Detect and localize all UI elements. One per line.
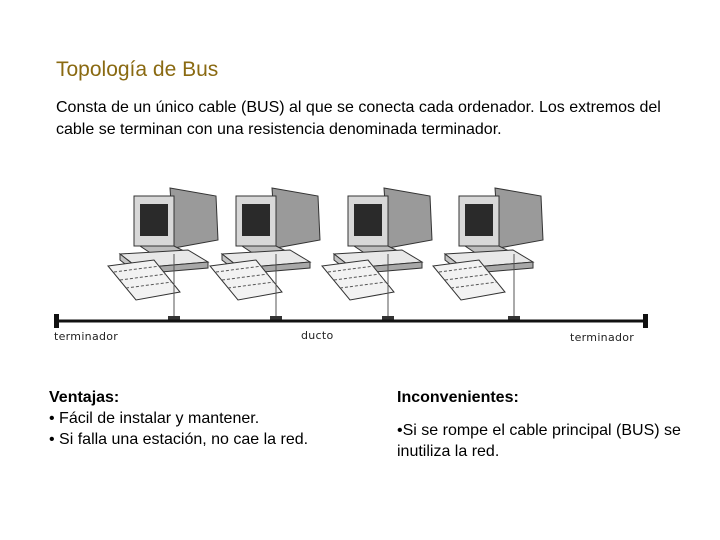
computer-1 — [107, 187, 219, 301]
terminator-right — [643, 314, 648, 328]
intro-paragraph: Consta de un único cable (BUS) al que se… — [56, 99, 661, 138]
computer-4 — [432, 187, 544, 301]
computer-3 — [321, 187, 433, 301]
bus-topology-diagram: terminador ducto terminador — [54, 166, 650, 352]
terminator-right-label: terminador — [570, 331, 635, 344]
advantages-heading: Ventajas: — [49, 389, 120, 406]
slide-title: Topología de Bus — [56, 58, 219, 81]
terminator-left — [54, 314, 59, 328]
terminator-left-label: terminador — [54, 330, 119, 343]
computer-2 — [209, 187, 321, 301]
advantage-item: • Si falla una estación, no cae la red. — [49, 431, 309, 448]
advantage-item: • Fácil de instalar y mantener. — [49, 410, 260, 427]
bus-label: ducto — [301, 329, 334, 342]
disadvantages-heading: Inconvenientes: — [397, 389, 519, 406]
disadvantages-section: Inconvenientes: •Si se rompe el cable pr… — [397, 387, 687, 462]
advantages-section: Ventajas: • Fácil de instalar y mantener… — [49, 387, 369, 450]
disadvantage-item: •Si se rompe el cable principal (BUS) se… — [397, 422, 681, 460]
bus-diagram-graphic — [54, 187, 648, 328]
